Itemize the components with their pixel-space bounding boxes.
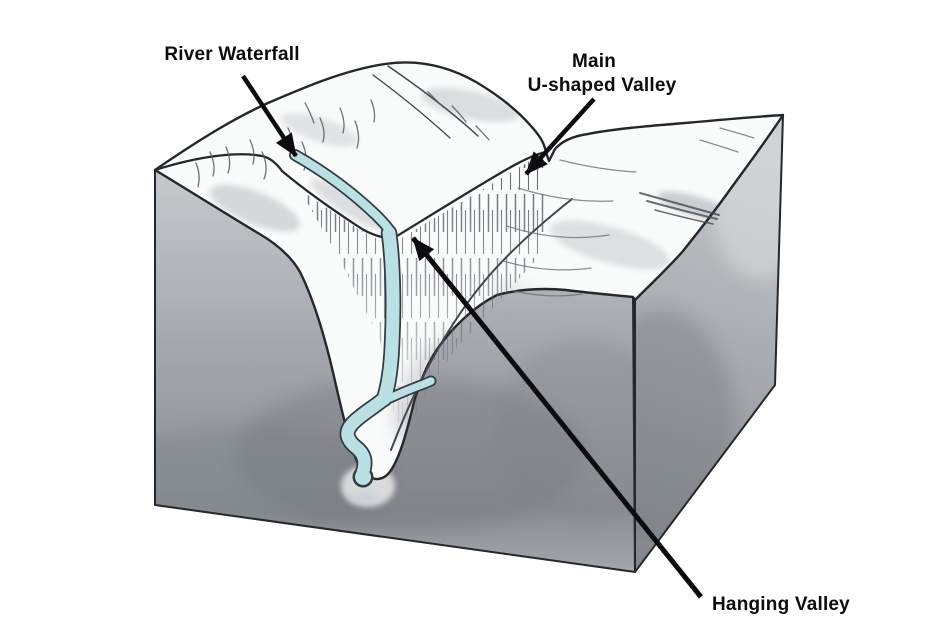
arrow-hanging-valley <box>411 236 703 599</box>
hanging-river <box>290 150 435 485</box>
valley-cliff-hatching <box>300 152 545 430</box>
label-main-valley-line2: U-shaped Valley <box>528 75 677 96</box>
river-tributary <box>386 377 435 402</box>
label-hanging-valley: Hanging Valley <box>712 594 850 615</box>
annotation-arrows <box>241 74 703 599</box>
waterfall-stream <box>377 226 400 406</box>
label-river-waterfall: River Waterfall <box>164 44 299 65</box>
valley-river-meander <box>341 390 393 482</box>
label-main-valley-line1: Main <box>572 51 616 72</box>
right-slope-strokes <box>502 127 755 297</box>
arrow-main-valley <box>524 97 596 176</box>
arrow-river-waterfall <box>241 74 298 158</box>
annotation-labels: River Waterfall Main U-shaped Valley Han… <box>164 44 850 615</box>
river-pool <box>355 469 371 485</box>
